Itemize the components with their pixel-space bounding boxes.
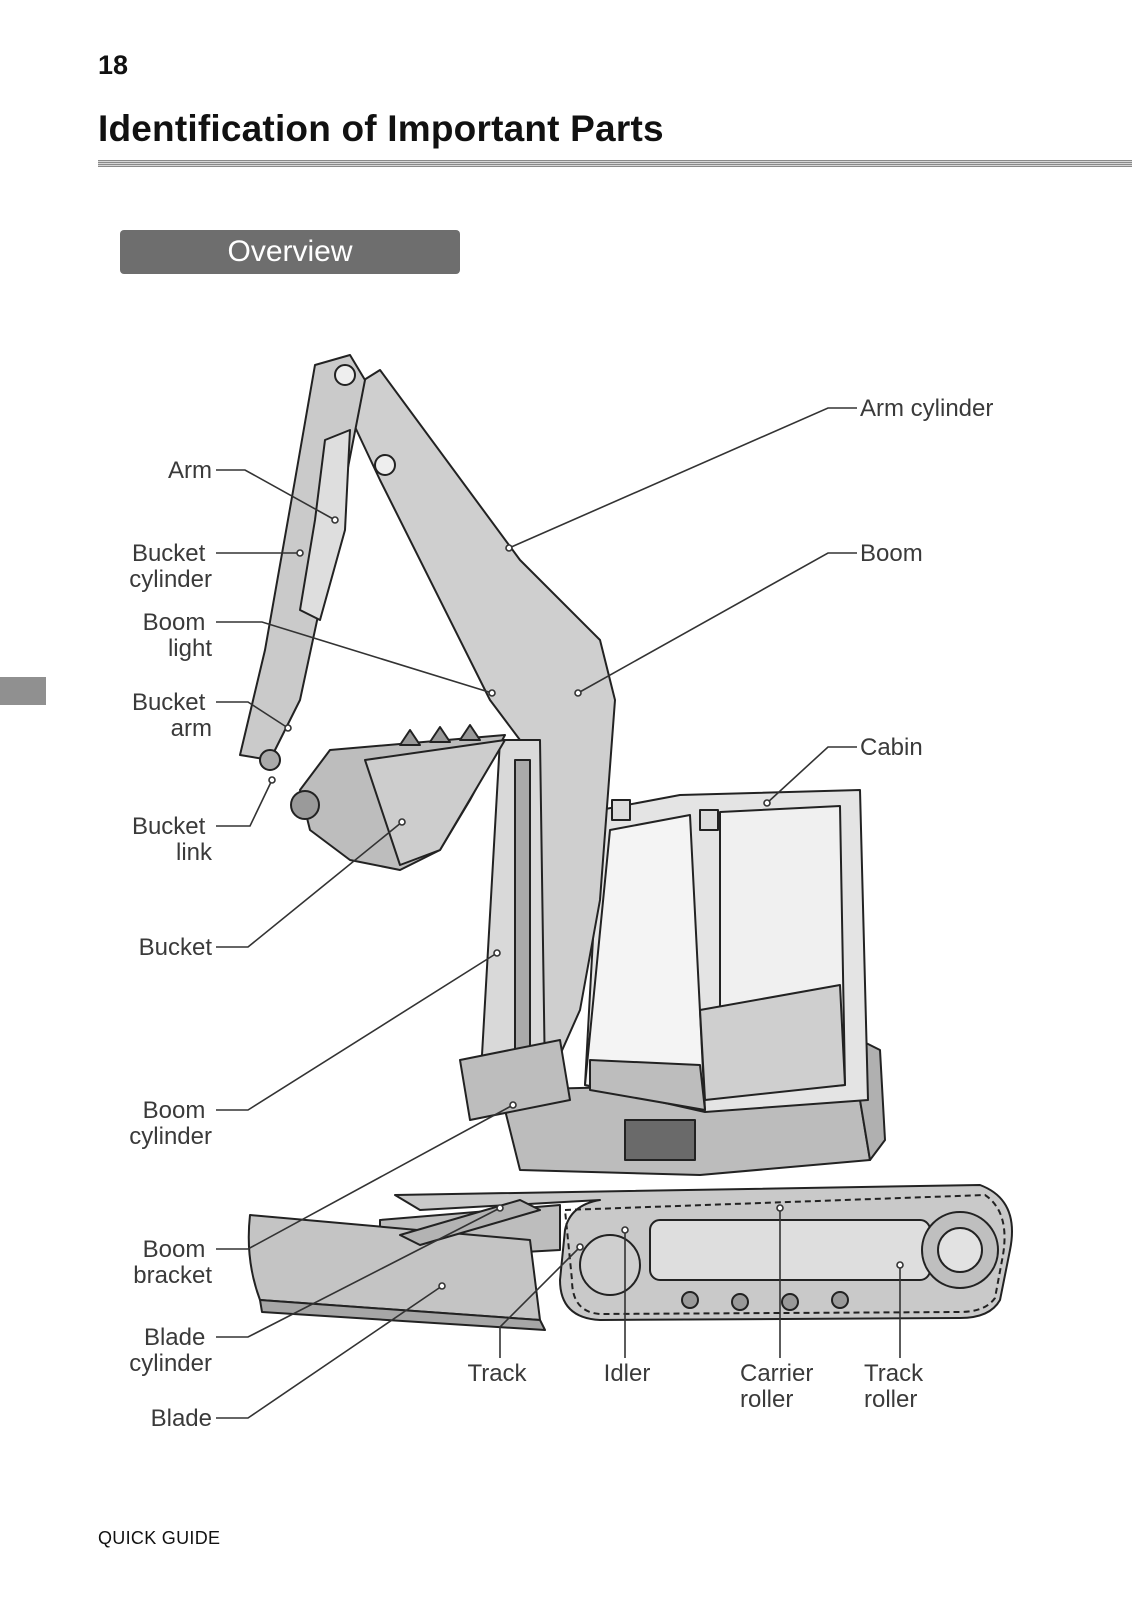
excavator-illustration bbox=[240, 355, 1012, 1330]
label-arm: Arm bbox=[168, 457, 212, 484]
label-blade: Blade bbox=[151, 1405, 212, 1432]
label-cabin: Cabin bbox=[860, 734, 923, 761]
label-boom-bracket: Boom bracket bbox=[133, 1236, 212, 1289]
label-carrier-roller: Carrier roller bbox=[740, 1360, 820, 1413]
label-idler: Idler bbox=[604, 1360, 651, 1387]
leader-boom bbox=[578, 553, 857, 693]
leader-boom-cylinder bbox=[216, 953, 497, 1110]
label-bucket: Bucket bbox=[139, 934, 213, 961]
footer-quick-guide: QUICK GUIDE bbox=[98, 1528, 220, 1549]
label-blade-cylinder: Blade cylinder bbox=[129, 1324, 212, 1377]
label-track-roller: Track roller bbox=[864, 1360, 930, 1413]
label-boom-light: Boom light bbox=[143, 609, 213, 662]
leader-bucket-link bbox=[216, 780, 272, 826]
label-bucket-link: Bucket link bbox=[132, 813, 213, 866]
leader-arm-cylinder bbox=[509, 408, 857, 548]
label-boom: Boom bbox=[860, 540, 923, 567]
label-bucket-arm: Bucket arm bbox=[132, 689, 212, 742]
label-boom-cylinder: Boom cylinder bbox=[129, 1097, 212, 1150]
bucket-illustration bbox=[260, 725, 505, 870]
cabin-illustration bbox=[585, 790, 868, 1112]
label-track: Track bbox=[467, 1360, 527, 1387]
label-bucket-cylinder: Bucket cylinder bbox=[129, 540, 212, 593]
label-arm-cylinder: Arm cylinder bbox=[860, 395, 993, 422]
